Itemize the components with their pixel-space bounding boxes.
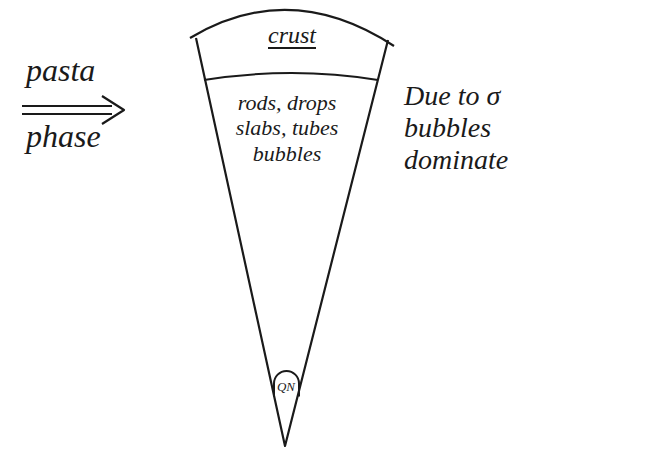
crust-boundary <box>204 73 378 80</box>
region-text: rods, drops slabs, tubes bubbles <box>222 90 352 166</box>
arrow-shaft <box>22 105 112 107</box>
note-text: Due to σ bubbles dominate <box>404 80 544 177</box>
core-label: QN <box>277 380 296 395</box>
arrow-shaft <box>22 113 112 115</box>
star-wedge: rods, drops slabs, tubes bubbles crustQN <box>180 4 410 448</box>
core-arch: QN <box>274 371 299 397</box>
wedge-sides <box>196 38 388 446</box>
arch-line <box>274 371 299 397</box>
phase-label: pasta <box>26 52 136 89</box>
arrow-head <box>102 96 124 124</box>
region-title: crust <box>200 22 384 50</box>
crust-band: crust <box>200 14 384 86</box>
phase-label: phase <box>26 118 136 155</box>
